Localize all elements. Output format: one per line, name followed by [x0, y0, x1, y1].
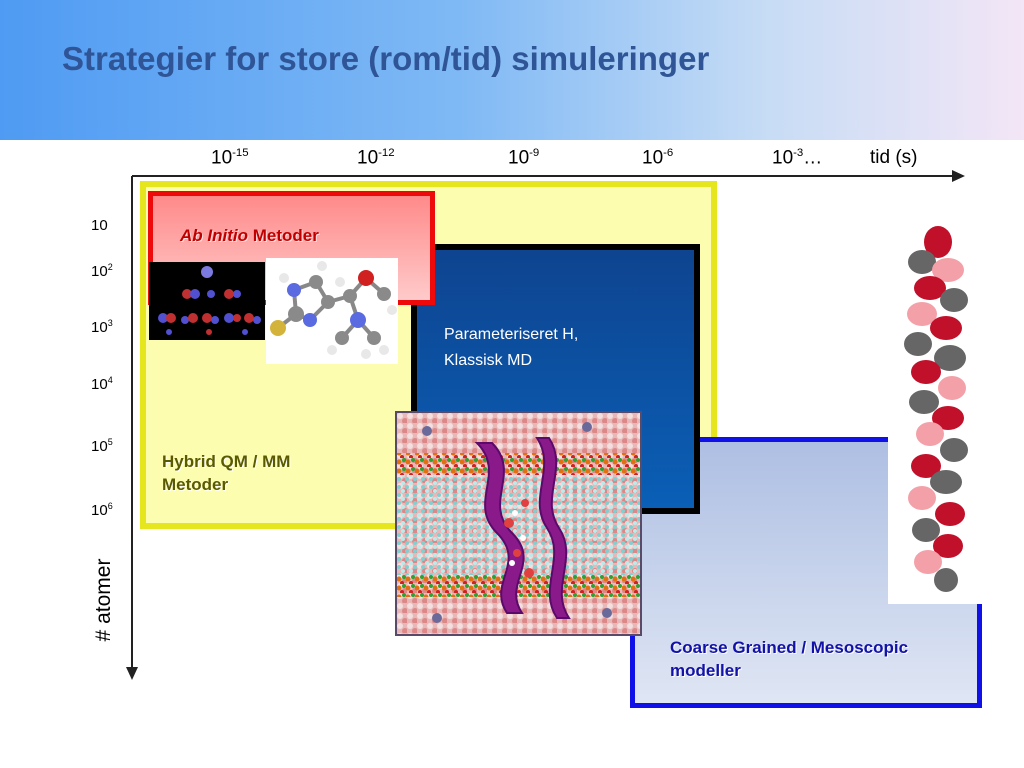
- atom-axis-line: [131, 176, 133, 670]
- molecule-image: [266, 258, 398, 364]
- ab-initio-label: Ab Initio Metoder: [180, 226, 319, 245]
- atom-axis-label: # atomer: [92, 558, 115, 642]
- atom-tick-label: 104: [91, 375, 113, 393]
- time-tick-label: 10-3…: [772, 147, 823, 169]
- time-axis-label: tid (s): [870, 147, 918, 168]
- atom-tick-label: 105: [91, 437, 113, 455]
- time-tick-label: 10-9: [508, 147, 540, 169]
- time-tick-label: 10-6: [642, 147, 674, 169]
- page-title: Strategier for store (rom/tid) simulerin…: [62, 40, 710, 77]
- title-banner: [0, 0, 1024, 140]
- membrane-protein-image: [395, 411, 642, 636]
- orbitals-image: [149, 262, 265, 340]
- coarse-grained-helix-image: [888, 222, 988, 604]
- atom-tick-label: 103: [91, 318, 113, 336]
- time-tick-label: 10-15: [211, 147, 249, 169]
- atom-tick-label: 106: [91, 501, 113, 519]
- classical-md-label: Parameteriseret H,Klassisk MD: [444, 326, 579, 369]
- time-axis-arrow-icon: [952, 170, 965, 182]
- atom-tick-label: 102: [91, 262, 113, 280]
- atom-tick-label: 10: [91, 217, 108, 234]
- time-tick-label: 10-12: [357, 147, 395, 169]
- atom-axis-arrow-icon: [126, 667, 138, 680]
- time-axis-line: [132, 175, 954, 177]
